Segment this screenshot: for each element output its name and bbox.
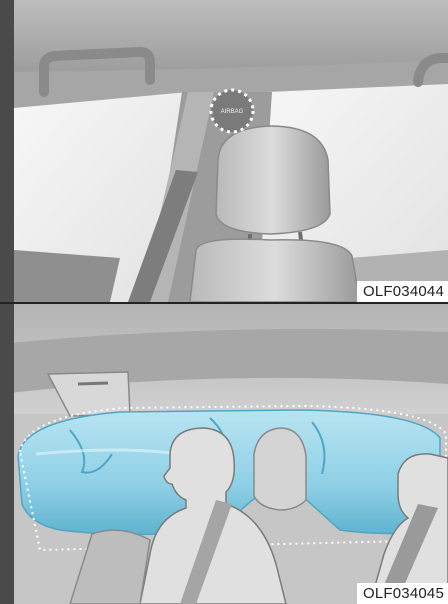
airbag-marker-circle-icon: AIRBAG bbox=[211, 90, 253, 132]
seat-icon bbox=[190, 239, 360, 302]
pillar-airbag-illustration: AIRBAG bbox=[0, 0, 448, 302]
airbag-label: AIRBAG bbox=[221, 109, 244, 115]
figure-code: OLF034045 bbox=[357, 583, 448, 604]
figure-code: OLF034044 bbox=[357, 281, 448, 302]
headrest-icon bbox=[254, 428, 306, 510]
curtain-airbag-illustration bbox=[0, 304, 448, 604]
illustration-top-panel: AIRBAG OLF034044 bbox=[0, 0, 448, 304]
illustration-bottom-panel: OLF034045 bbox=[0, 304, 448, 604]
